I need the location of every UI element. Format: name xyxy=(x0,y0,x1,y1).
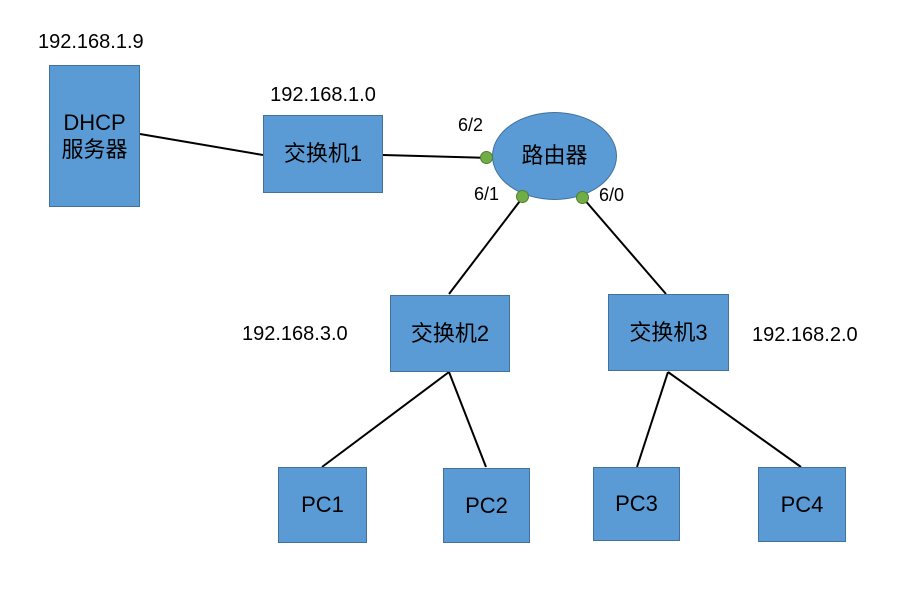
link-switch2-to-pc2 xyxy=(448,371,487,468)
link-dhcp-to-switch1 xyxy=(139,133,264,156)
pc4-node: PC4 xyxy=(758,467,846,542)
dhcp-server-node: DHCP 服务器 xyxy=(49,65,140,207)
router-port-label-6-1: 6/1 xyxy=(474,184,500,204)
pc4-label: PC4 xyxy=(780,491,824,517)
link-switch1-to-router xyxy=(382,154,493,159)
router-node: 路由器 xyxy=(492,112,617,200)
link-router-to-switch2 xyxy=(448,196,524,295)
switch3-label: 交换机3 xyxy=(629,319,708,345)
pc3-node: PC3 xyxy=(593,467,680,541)
dhcp-server-label: DHCP 服务器 xyxy=(61,109,128,163)
pc3-label: PC3 xyxy=(615,491,658,517)
switch1-label: 交换机1 xyxy=(283,141,363,167)
switch2-node: 交换机2 xyxy=(390,295,510,372)
router-port-dot-6-0 xyxy=(576,191,589,204)
link-switch3-to-pc4 xyxy=(667,371,802,468)
switch1-node: 交换机1 xyxy=(263,115,383,193)
link-switch3-to-pc3 xyxy=(636,371,669,468)
pc2-node: PC2 xyxy=(443,468,530,543)
switch2-label: 交换机2 xyxy=(410,320,490,346)
subnet-label-switch3: 192.168.2.0 xyxy=(752,324,858,346)
subnet-label-switch2: 192.168.3.0 xyxy=(242,323,348,345)
link-switch2-to-pc1 xyxy=(321,371,450,468)
pc2-label: PC2 xyxy=(465,492,508,518)
router-port-label-6-2: 6/2 xyxy=(458,115,484,135)
subnet-label-switch1: 192.168.1.0 xyxy=(270,84,376,106)
switch3-node: 交换机3 xyxy=(608,294,729,371)
router-port-dot-6-2 xyxy=(480,151,493,164)
dhcp-server-ip-label: 192.168.1.9 xyxy=(38,31,144,53)
pc1-node: PC1 xyxy=(278,467,367,543)
router-label: 路由器 xyxy=(521,143,588,169)
router-port-label-6-0: 6/0 xyxy=(599,185,625,205)
link-router-to-switch3 xyxy=(582,197,667,295)
pc1-label: PC1 xyxy=(301,492,344,518)
router-port-dot-6-1 xyxy=(516,190,529,203)
